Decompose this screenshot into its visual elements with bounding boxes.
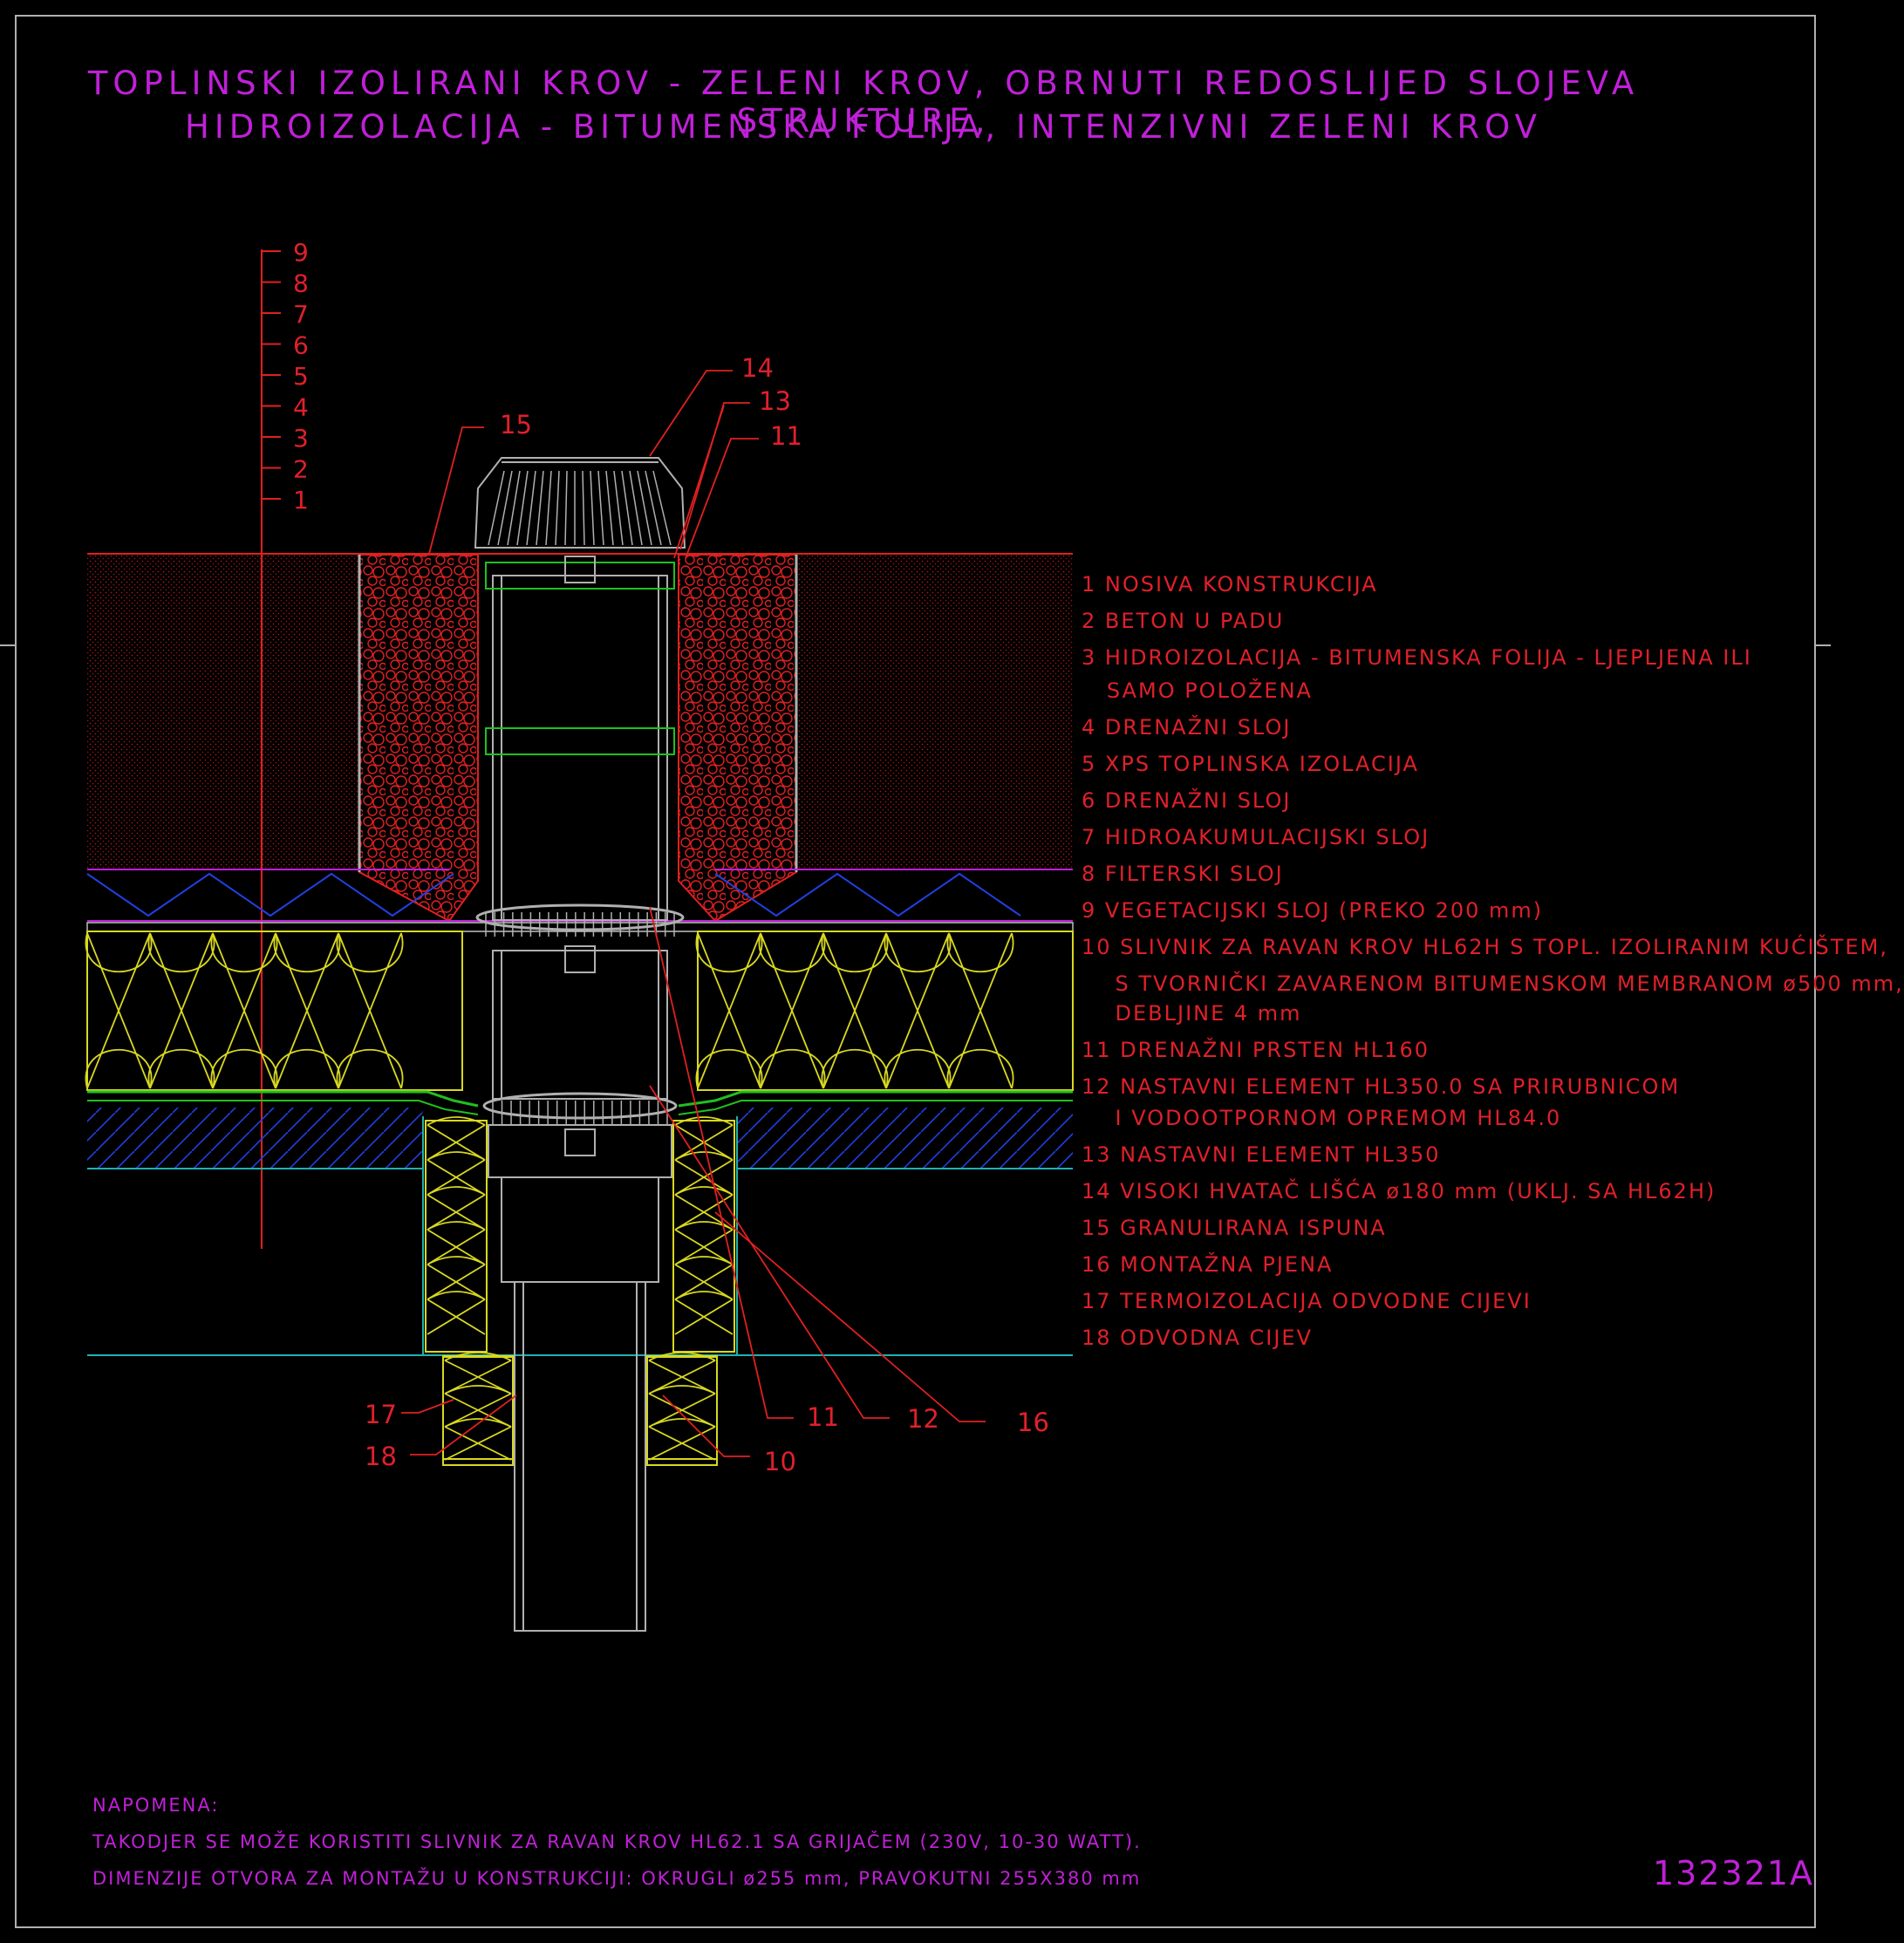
scale-label: 8 (293, 269, 309, 298)
legend-item: 16 MONTAŽNA PJENA (1082, 1252, 1334, 1277)
drawing-title-line1: TOPLINSKI IZOLIRANI KROV - ZELENI KROV, … (87, 65, 1640, 140)
legend-item: 18 ODVODNA CIJEV (1082, 1326, 1313, 1350)
legend-item: 2 BETON U PADU (1082, 609, 1285, 633)
legend-item: 17 TERMOIZOLACIJA ODVODNE CIJEVI (1082, 1289, 1532, 1313)
legend-item: 5 XPS TOPLINSKA IZOLACIJA (1082, 752, 1419, 776)
legend-item: 1 NOSIVA KONSTRUKCIJA (1082, 572, 1378, 597)
legend-item: 8 FILTERSKI SLOJ (1082, 862, 1284, 886)
legend-item: 14 VISOKI HVATAČ LIŠĆA ø180 mm (UKLJ. SA… (1082, 1179, 1716, 1203)
legend-item: 7 HIDROAKUMULACIJSKI SLOJ (1082, 825, 1430, 849)
scale-label: 2 (293, 455, 309, 484)
legend-item: 11 DRENAŽNI PRSTEN HL160 (1082, 1038, 1430, 1062)
note-line1: TAKODJER SE MOŽE KORISTITI SLIVNIK ZA RA… (92, 1831, 1142, 1852)
legend-item: 9 VEGETACIJSKI SLOJ (PREKO 200 mm) (1082, 898, 1544, 923)
legend-item: 4 DRENAŽNI SLOJ (1082, 715, 1292, 740)
drainage-ring-lower (482, 1092, 678, 1125)
note-heading: NAPOMENA: (92, 1795, 220, 1816)
legend-item: SAMO POLOŽENA (1082, 678, 1313, 703)
filter-layer (86, 869, 1073, 922)
structural-slab (87, 1116, 1073, 1356)
legend-item: 10 SLIVNIK ZA RAVAN KROV HL62H S TOPL. I… (1082, 935, 1888, 959)
scale-label: 3 (293, 424, 309, 453)
callout-leaders (401, 370, 986, 1457)
drawing-title-line2: HIDROIZOLACIJA - BITUMENSKA FOLIJA, INTE… (185, 108, 1542, 146)
callout-14: 14 (741, 353, 774, 383)
drainage-ring-upper (475, 903, 685, 937)
note-line2: DIMENZIJE OTVORA ZA MONTAŽU U KONSTRUKCI… (92, 1868, 1142, 1889)
callout-18: 18 (365, 1442, 397, 1471)
legend-item: 15 GRANULIRANA ISPUNA (1082, 1216, 1387, 1240)
legend-item: S TVORNIČKI ZAVARENOM BITUMENSKOM MEMBRA… (1082, 972, 1904, 996)
frame (15, 15, 1816, 1928)
legend-item: 6 DRENAŽNI SLOJ (1082, 788, 1292, 813)
scale-label: 5 (293, 362, 309, 391)
callout-11-top: 11 (770, 421, 802, 451)
scale-label: 7 (293, 300, 309, 329)
drawing-code: 132321A (1653, 1854, 1815, 1892)
callout-16: 16 (1017, 1408, 1049, 1437)
scale-label: 1 (293, 486, 309, 515)
scale-label: 6 (293, 331, 309, 360)
legend-item: I VODOOTPORNOM OPREMOM HL84.0 (1082, 1106, 1562, 1130)
xps-insulation (85, 931, 1074, 1091)
legend-item: 3 HIDROIZOLACIJA - BITUMENSKA FOLIJA - L… (1082, 645, 1752, 670)
outlet-pipe-insulation (442, 1355, 718, 1460)
callout-12: 12 (907, 1404, 939, 1434)
callout-17: 17 (365, 1400, 397, 1429)
leaf-catcher (474, 457, 686, 549)
callout-15: 15 (500, 410, 532, 440)
bitumen-membrane (87, 1090, 1073, 1115)
callout-11-bottom: 11 (807, 1402, 839, 1432)
drain-pipe (485, 556, 675, 1632)
legend-item: 12 NASTAVNI ELEMENT HL350.0 SA PRIRUBNIC… (1082, 1074, 1681, 1099)
callout-13: 13 (759, 386, 791, 416)
scale-label: 4 (293, 393, 309, 422)
drain-housing-insulation (425, 1116, 735, 1466)
sloped-concrete (87, 1108, 1073, 1169)
callout-10: 10 (764, 1447, 796, 1476)
vegetation-layer (87, 553, 1073, 869)
granular-fill (358, 554, 798, 923)
legend-item: 13 NASTAVNI ELEMENT HL350 (1082, 1142, 1441, 1167)
scale-label: 9 (293, 238, 309, 267)
drainage-layer (86, 922, 1074, 932)
legend-item: DEBLJINE 4 mm (1082, 1001, 1302, 1026)
